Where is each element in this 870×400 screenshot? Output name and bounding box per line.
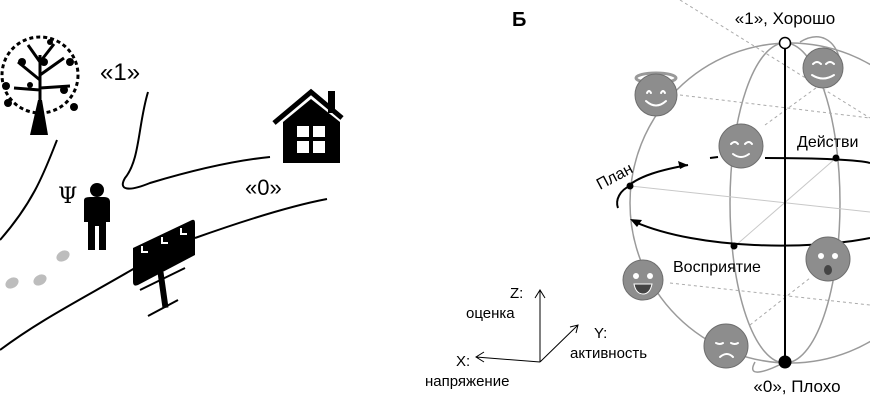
left-path-line bbox=[0, 139, 58, 241]
action-point bbox=[832, 154, 840, 162]
footprints bbox=[5, 250, 70, 289]
perception-point bbox=[730, 242, 738, 250]
sad-emoji-icon bbox=[703, 323, 749, 369]
x-axis-name: X: bbox=[456, 353, 470, 370]
label-one: «1» bbox=[100, 59, 140, 86]
smirk-emoji-icon bbox=[802, 47, 844, 89]
y-axis-name: Y: bbox=[594, 325, 607, 342]
z-axis-name: Z: bbox=[510, 285, 523, 302]
z-axis-desc: оценка bbox=[466, 305, 515, 322]
apple-tree-icon bbox=[0, 35, 80, 135]
house-icon bbox=[272, 88, 344, 163]
psi-symbol: Ψ bbox=[58, 184, 77, 209]
dashed-guides bbox=[669, 0, 870, 326]
y-axis-desc: активность bbox=[570, 345, 647, 362]
top-label: «1», Хорошо bbox=[735, 9, 835, 28]
axes-legend bbox=[475, 289, 579, 363]
lower-path-line bbox=[0, 198, 328, 351]
label-zero: «0» bbox=[245, 175, 282, 200]
bad-pole-point bbox=[778, 355, 792, 369]
upper-path-line bbox=[121, 91, 271, 190]
perception-label: Восприятие bbox=[673, 259, 761, 276]
plan-point bbox=[626, 182, 634, 190]
panel-letter: Б bbox=[512, 9, 526, 31]
shocked-emoji-icon bbox=[805, 236, 851, 282]
content-emoji-icon bbox=[718, 123, 764, 169]
billboard-icon bbox=[133, 219, 195, 317]
arrow-perception-to-plan bbox=[634, 221, 870, 247]
x-axis-desc: напряжение bbox=[425, 373, 509, 390]
bottom-label: «0», Плохо bbox=[753, 377, 840, 396]
panel-a-scene: «1» «0» Ψ bbox=[0, 35, 344, 351]
angel-emoji-icon bbox=[634, 71, 678, 117]
panel-b-sphere: Б «1», Хорошо «0», Плохо План Де bbox=[425, 0, 870, 396]
arrow-plan-to-action bbox=[627, 164, 689, 187]
person-icon bbox=[84, 183, 110, 250]
good-pole-point bbox=[778, 36, 792, 50]
action-label: Действи bbox=[797, 134, 858, 151]
grinning-emoji-icon bbox=[622, 259, 664, 301]
